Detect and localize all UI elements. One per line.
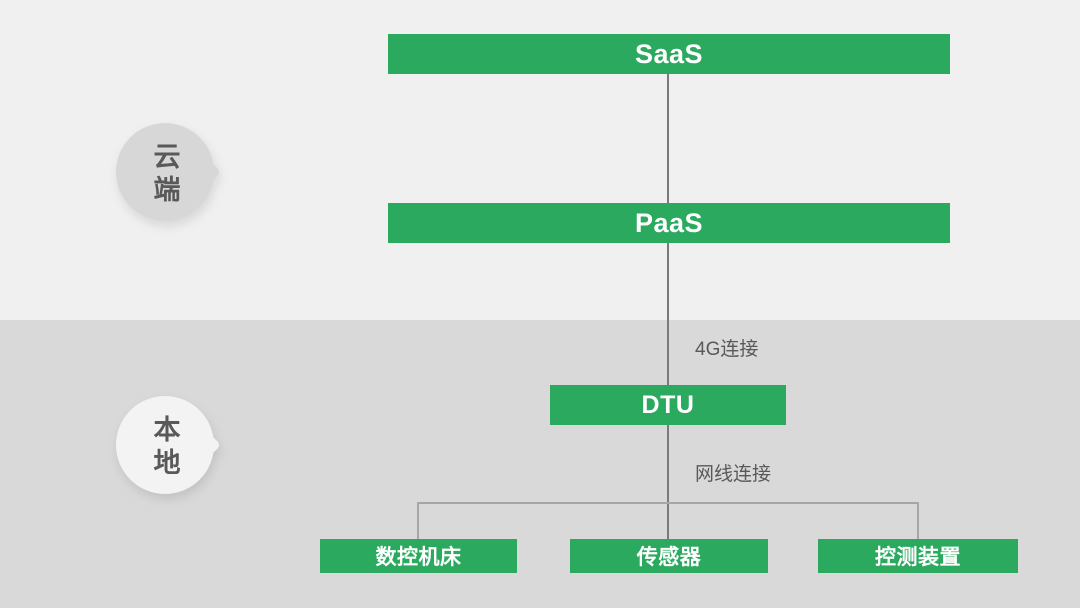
device-node-monitoring-device: 控测装置 [818, 539, 1018, 573]
local-section-marker: 本地 [116, 396, 222, 494]
dtu-node: DTU [550, 385, 786, 425]
connection-label-4g: 4G连接 [695, 339, 759, 360]
cloud-section-marker: 云端 [116, 123, 222, 221]
connector-saas-to-paas [667, 74, 669, 203]
device-node-cnc-machine: 数控机床 [320, 539, 517, 573]
device-bracket-line [418, 502, 919, 504]
local-section-label: 本地 [149, 415, 180, 481]
paas-node: PaaS [388, 203, 950, 243]
device-node-sensor: 传感器 [570, 539, 768, 573]
connector-dtu-to-devices [667, 425, 669, 539]
connection-label-ethernet: 网线连接 [695, 464, 772, 485]
bracket-left-stub [417, 502, 419, 539]
bracket-right-stub [917, 502, 919, 539]
connector-paas-to-dtu [667, 243, 669, 385]
cloud-section-label: 云端 [149, 142, 180, 208]
saas-node: SaaS [388, 34, 950, 74]
